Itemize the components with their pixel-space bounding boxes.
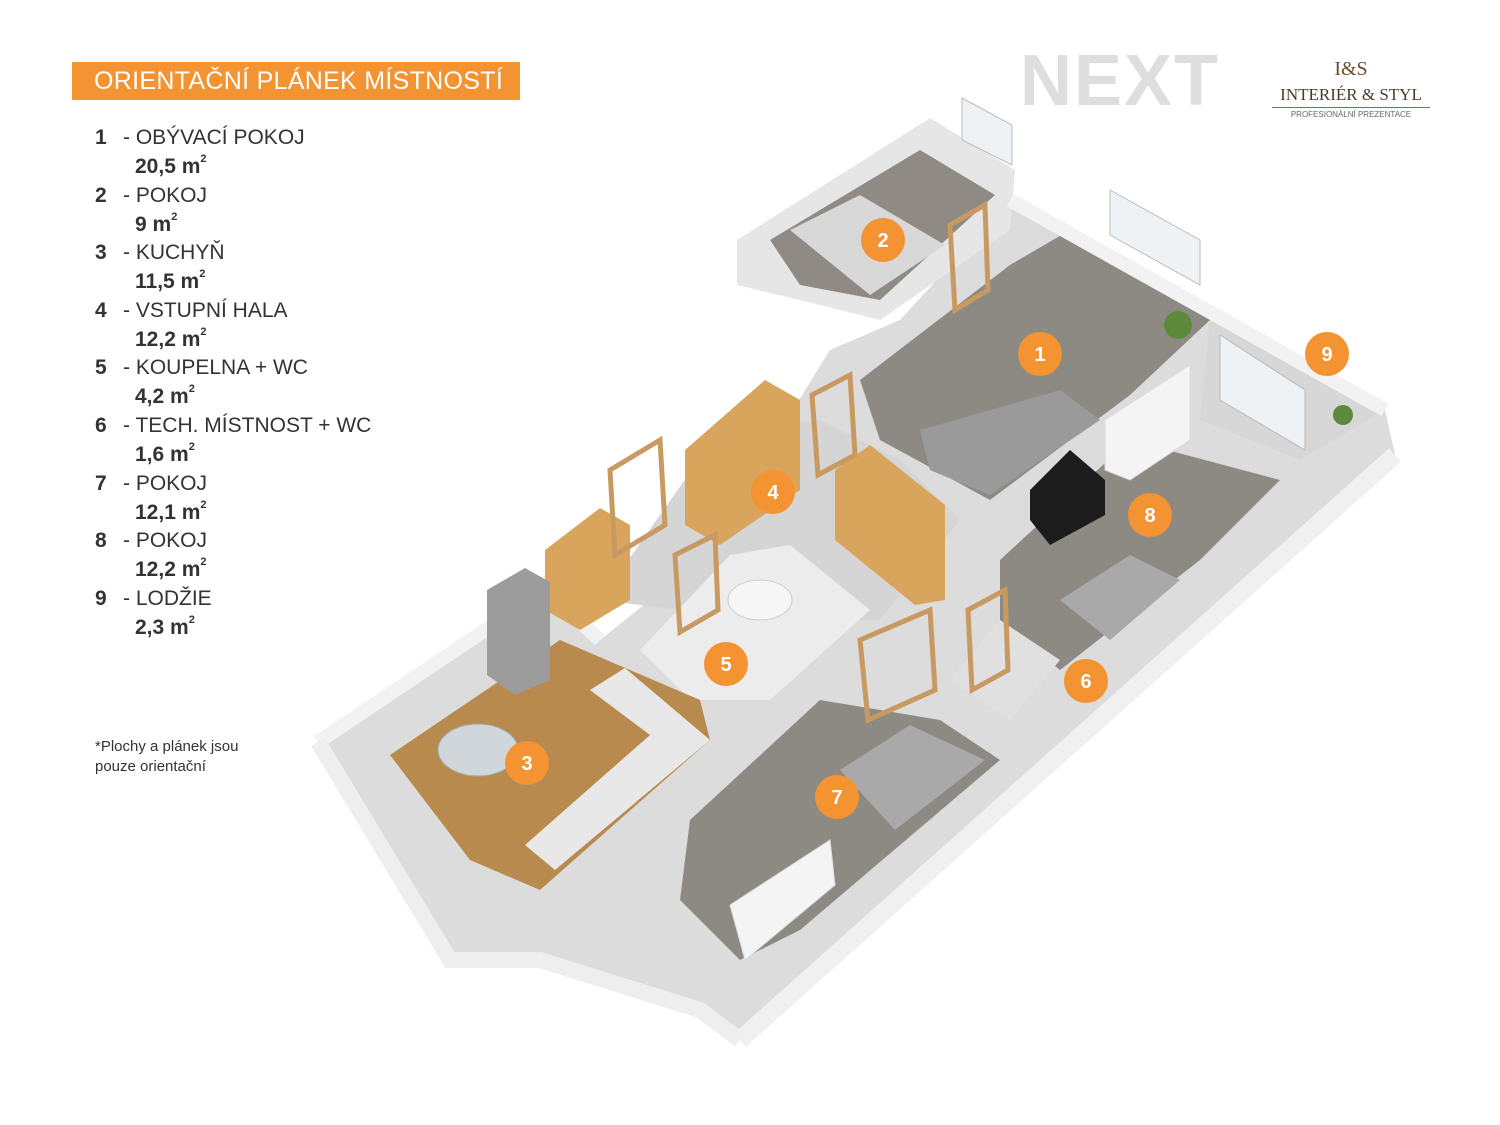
room-badge: 1 [1018,332,1062,376]
wardrobe [835,445,945,605]
room-area: 12,2 m2 [135,325,207,351]
room-area: 1,6 m2 [135,440,195,466]
room-number: 8 [95,529,107,553]
legend-item: 9 - LODŽIE 2,3 m2 [95,587,425,645]
fridge [487,568,550,695]
room-number: 2 [95,183,107,207]
outer-wall [311,737,745,1047]
brand-name: INTERIÉR & STYL [1272,85,1430,108]
brand-tagline: PROFESIONÁLNÍ PREZENTACE [1290,110,1412,119]
room-name: - TECH. MÍSTNOST + WC [123,413,372,437]
room-number: 6 [95,413,107,437]
plant [1164,311,1192,339]
sofa [920,390,1100,495]
room-area: 20,5 m2 [135,153,207,178]
room-name: - OBÝVACÍ POKOJ [123,126,305,149]
plan-title: ORIENTAČNÍ PLÁNEK MÍSTNOSTÍ [94,66,504,95]
disclaimer-note: *Plochy a plánek jsou pouze orientační [95,738,239,775]
piano [1030,450,1105,545]
room-area: 12,2 m2 [135,556,207,582]
legend-item: 2 - POKOJ 9 m2 [95,184,425,242]
door [672,531,721,637]
svg-text:6: 6 [1080,671,1091,693]
room-badge: 8 [1128,493,1172,537]
legend-item: 6 - TECH. MÍSTNOST + WC 1,6 m2 [95,414,425,472]
room-name: - POKOJ [123,529,208,553]
svg-text:4: 4 [767,482,779,504]
room-area: 4,2 m2 [135,383,195,409]
bed-room-8 [1060,555,1180,640]
legend-item: 3 - KUCHYŇ 11,5 m2 [95,241,425,299]
legend-item: 5 - KOUPELNA + WC 4,2 m2 [95,356,425,414]
room-badge: 9 [1305,332,1349,376]
room-number: 9 [95,586,107,610]
svg-text:7: 7 [831,787,842,809]
room-name: - POKOJ [123,471,208,495]
door [965,585,1011,695]
room-badge: 5 [704,642,748,686]
shelf-unit [729,839,836,961]
window [1109,189,1201,286]
window [961,97,1013,166]
door [809,370,858,480]
room-area: 11,5 m2 [135,268,206,294]
room-name: - KUCHYŇ [123,241,225,265]
legend-item: 7 - POKOJ 12,1 m2 [95,472,425,530]
room-number: 1 [95,126,107,149]
legend-item: 1 - OBÝVACÍ POKOJ 20,5 m2 [95,126,425,184]
svg-text:8: 8 [1144,505,1155,527]
kitchen-counter [525,668,710,870]
svg-text:9: 9 [1321,344,1332,366]
bed-room-7 [840,725,985,830]
svg-text:3: 3 [521,753,532,775]
bathtub [727,579,793,621]
room-badge: 4 [751,470,795,514]
shelf-unit [1104,364,1191,481]
room-number: 4 [95,298,107,322]
room-number: 7 [95,471,107,495]
svg-text:2: 2 [877,230,888,252]
room-badge: 2 [861,218,905,262]
room-name: - VSTUPNÍ HALA [123,298,288,322]
next-logo: NEXT [1020,41,1221,121]
brand-monogram: I&S [1334,58,1368,80]
room-badge: 6 [1064,659,1108,703]
room-legend: 1 - OBÝVACÍ POKOJ 20,5 m2 2 - POKOJ 9 m2 3 - … [95,126,425,644]
room-area: 2,3 m2 [135,613,195,639]
door [857,606,938,724]
room-area: 9 m2 [135,210,178,236]
room-number: 3 [95,241,107,265]
legend-item: 4 - VSTUPNÍ HALA 12,2 m2 [95,299,425,357]
wardrobe [545,508,630,630]
room-area: 12,1 m2 [135,498,207,524]
door [607,435,668,560]
outer-wall [734,448,1401,1047]
room-name: - LODŽIE [123,586,212,610]
legend-item: 8 - POKOJ 12,2 m2 [95,529,425,587]
room-number: 5 [95,356,107,380]
room-badge: 7 [815,775,859,819]
room-badge: 3 [505,741,549,785]
plant [1333,405,1353,425]
room-name: - KOUPELNA + WC [123,356,308,380]
door [947,200,991,315]
plan-title-bar: ORIENTAČNÍ PLÁNEK MÍSTNOSTÍ [72,62,520,100]
svg-text:1: 1 [1034,344,1045,366]
floor-bathroom [640,545,870,700]
interier-styl-logo: I&S INTERIÉR & STYL PROFESIONÁLNÍ PREZEN… [1272,58,1430,119]
svg-text:5: 5 [720,654,731,676]
window [1219,334,1306,451]
room-name: - POKOJ [123,183,208,207]
